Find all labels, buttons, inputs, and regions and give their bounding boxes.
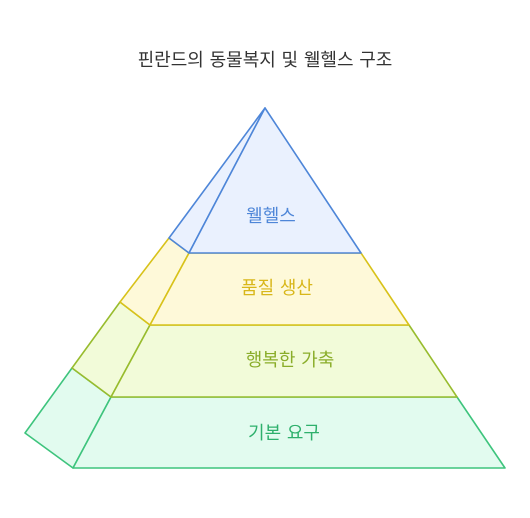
pyramid-level-happy-livestock: 행복한 가축: [71, 301, 458, 398]
pyramid-level-wellhealth-label: 웰헬스: [246, 206, 296, 227]
pyramid-level-basic-needs-label: 기본 요구: [248, 423, 320, 444]
diagram-title: 핀란드의 동물복지 및 웰헬스 구조: [137, 50, 393, 71]
pyramid-level-quality-production-label: 품질 생산: [241, 278, 313, 299]
pyramid-level-wellhealth-face: [188, 107, 362, 254]
pyramid-level-happy-livestock-label: 행복한 가축: [246, 350, 335, 371]
pyramid-level-wellhealth: 웰헬스: [168, 107, 362, 254]
